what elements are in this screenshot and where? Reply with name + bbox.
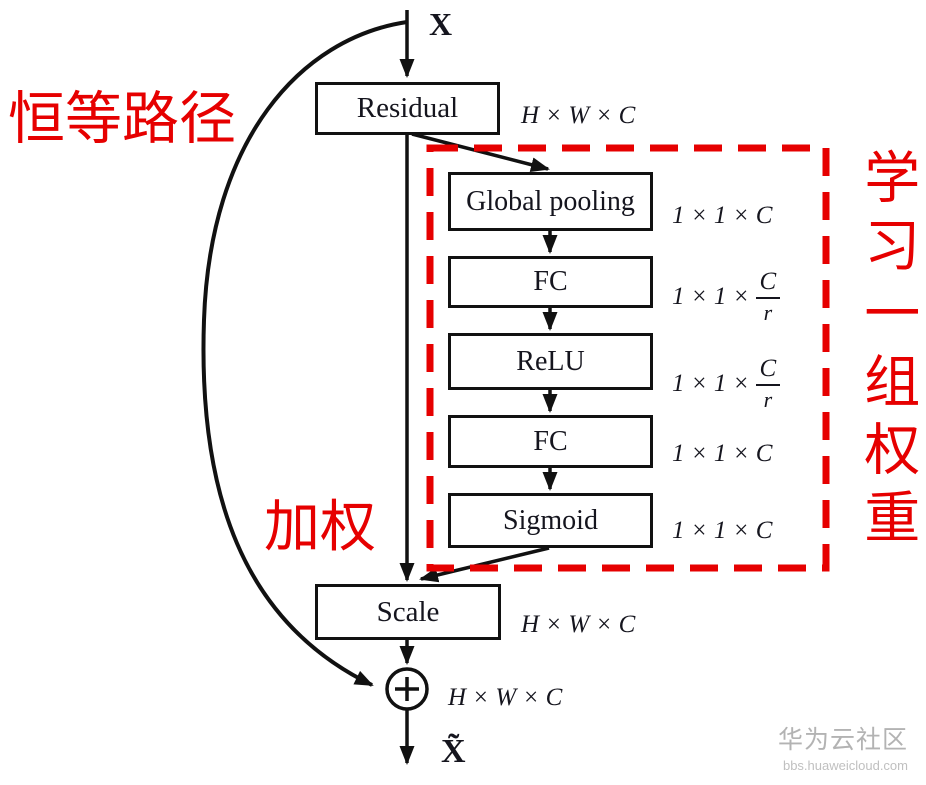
dim-relu-fraction: C r: [755, 356, 781, 412]
dim-add: H × W × C: [448, 684, 563, 711]
sigmoid-to-scale-arrow: [419, 546, 550, 583]
block-sigmoid-label: Sigmoid: [503, 504, 598, 536]
dim-global-pooling: 1 × 1 × C: [672, 202, 773, 229]
block-scale: Scale: [315, 584, 501, 640]
annotation-weighting: 加权: [264, 495, 376, 558]
block-residual: Residual: [315, 82, 500, 135]
dim-fc1: 1 × 1 × C r: [672, 269, 781, 325]
dim-fc1-prefix: 1 × 1 ×: [672, 282, 750, 310]
dim-fc1-fraction: C r: [755, 269, 781, 325]
dim-residual: H × W × C: [521, 102, 636, 129]
block-fc2: FC: [448, 415, 653, 468]
block-relu-label: ReLU: [516, 345, 585, 377]
block-scale-label: Scale: [376, 595, 440, 628]
identity-path-curve: [201, 20, 408, 687]
annotation-identity-path: 恒等路径: [8, 87, 236, 151]
annotation-learn-weights: 学习一组权重: [856, 148, 920, 556]
block-fc1: FC: [448, 256, 653, 308]
input-tensor-label: X: [429, 6, 453, 42]
watermark: 华为云社区 bbs.huaweicloud.com: [778, 720, 908, 773]
watermark-url: bbs.huaweicloud.com: [782, 758, 908, 773]
block-residual-label: Residual: [356, 92, 459, 124]
watermark-title: 华为云社区: [777, 726, 908, 754]
block-sigmoid: Sigmoid: [448, 493, 653, 548]
dim-fc2: 1 × 1 × C: [672, 440, 773, 467]
dim-relu-denominator: r: [763, 387, 773, 412]
block-global-pooling-label: Global pooling: [466, 185, 635, 217]
dim-relu: 1 × 1 × C r: [672, 356, 781, 412]
dim-scale: H × W × C: [521, 611, 636, 638]
se-module-dashed-border: [426, 144, 830, 572]
dim-sigmoid: 1 × 1 × C: [672, 517, 773, 544]
dim-relu-prefix: 1 × 1 ×: [672, 369, 750, 397]
dim-relu-numerator: C: [755, 356, 781, 386]
block-fc1-label: FC: [533, 266, 568, 297]
block-fc2-label: FC: [533, 425, 568, 457]
output-tensor-label: X̃: [441, 733, 466, 770]
add-node-icon: [385, 667, 429, 711]
dim-fc1-numerator: C: [755, 269, 781, 299]
dim-fc1-denominator: r: [763, 300, 773, 325]
block-global-pooling: Global pooling: [448, 172, 653, 231]
block-relu: ReLU: [448, 333, 653, 390]
